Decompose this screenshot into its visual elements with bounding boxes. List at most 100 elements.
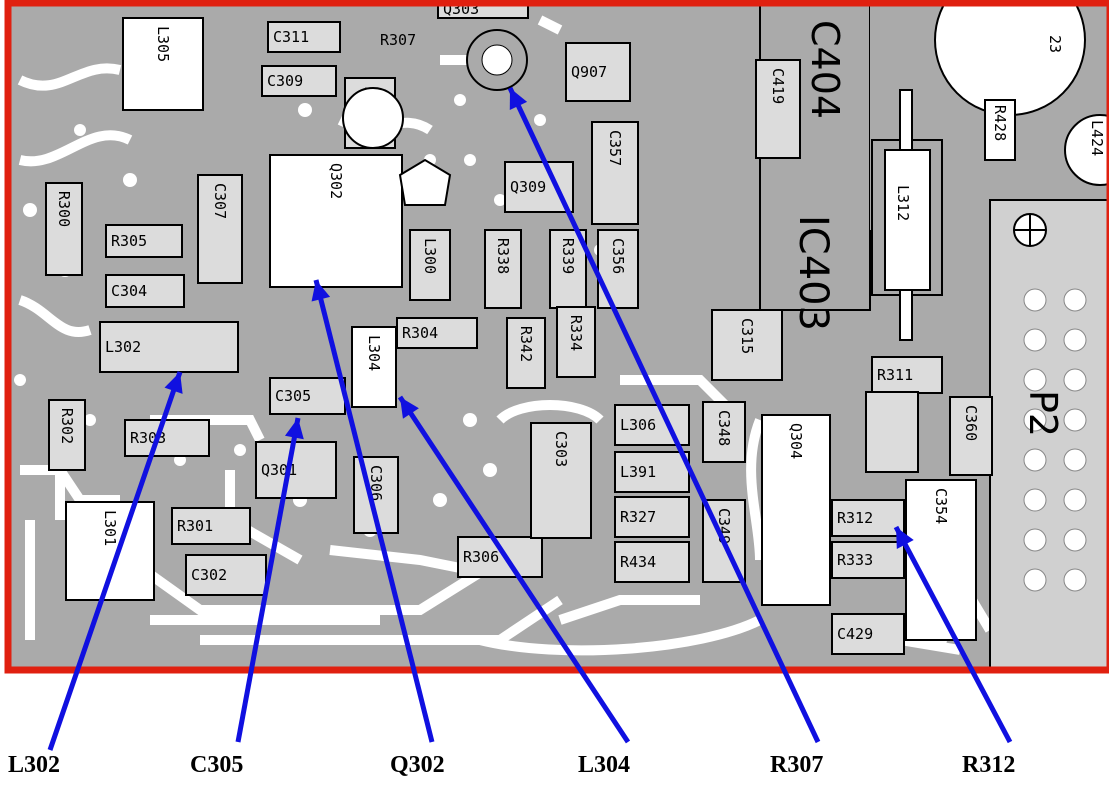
component-label: R305 [111, 232, 147, 250]
component-outline [702, 401, 746, 463]
component-l304: L304 [351, 326, 397, 408]
component-label: C311 [273, 28, 309, 46]
component-label: C302 [191, 566, 227, 584]
component-r312: R312 [831, 499, 905, 537]
component-outline [197, 174, 243, 284]
component-label: R306 [463, 548, 499, 566]
component-label: C357 [606, 130, 624, 166]
component-label: L300 [421, 238, 439, 274]
component-label: Q309 [510, 178, 546, 196]
component-label: C360 [962, 405, 980, 441]
component-outline [549, 229, 587, 309]
callout-arrow-l302 [47, 371, 183, 751]
component-outline [351, 326, 397, 408]
component-c304: C304 [105, 274, 185, 308]
component-outline [831, 541, 905, 579]
callout-arrow-r307 [507, 86, 821, 744]
component-label: L391 [620, 463, 656, 481]
component-label: R302 [58, 408, 76, 444]
component-outline [711, 309, 783, 381]
svg-text:L312: L312 [894, 185, 912, 221]
component-outline [48, 399, 86, 471]
component-label: R434 [620, 553, 656, 571]
component-c429: C429 [831, 613, 905, 655]
component-q907: Q907 [565, 42, 631, 102]
component-outline [761, 414, 831, 606]
svg-text:23: 23 [1046, 35, 1064, 53]
component-outline [396, 317, 478, 349]
svg-text:C404: C404 [803, 20, 847, 119]
component-outline [591, 121, 639, 225]
component-c357: C357 [591, 121, 639, 225]
component-r305: R305 [105, 224, 183, 258]
component-label: L304 [365, 335, 383, 371]
component-r304: R304 [396, 317, 478, 349]
component-outline [556, 306, 596, 378]
component-outline [105, 224, 183, 258]
component-r311: R311 [871, 356, 943, 394]
component-label: C309 [267, 72, 303, 90]
callout-label-q302: Q302 [390, 752, 445, 778]
component-outline [755, 59, 801, 159]
component-r338: R338 [484, 229, 522, 309]
component-l302: L302 [99, 321, 239, 373]
component-label: R342 [517, 326, 535, 362]
svg-text:P2: P2 [1021, 390, 1065, 437]
component-c348: C348 [702, 401, 746, 463]
component-outline [831, 613, 905, 655]
component-r302: R302 [48, 399, 86, 471]
callout-arrow-l304 [397, 395, 631, 744]
component-q303-lower [865, 391, 919, 473]
component-label: C348 [715, 410, 733, 446]
component-outline [614, 496, 690, 538]
callout-arrow-c305 [235, 417, 304, 743]
component-outline [185, 554, 267, 596]
component-label: C303 [552, 431, 570, 467]
component-outline [457, 536, 543, 578]
component-outline [504, 161, 574, 213]
component-c311: C311 [267, 21, 341, 53]
component-outline [506, 317, 546, 389]
pcb-border [4, 0, 1109, 674]
component-outline [614, 541, 690, 583]
component-label: C429 [837, 625, 873, 643]
component-r301: R301 [171, 507, 251, 545]
component-label: C315 [738, 318, 756, 354]
component-label: L306 [620, 416, 656, 434]
callout-label-r307: R307 [770, 752, 824, 778]
component-outline [484, 229, 522, 309]
component-label: C356 [609, 238, 627, 274]
component-label: R339 [559, 238, 577, 274]
right-region: 23 L424 P2 IC403 C404 L312 R428 [759, 0, 1109, 671]
component-outline [614, 451, 690, 493]
component-label: R304 [402, 324, 438, 342]
component-label: R301 [177, 517, 213, 535]
component-label: R338 [494, 238, 512, 274]
arrows-layer [47, 86, 1013, 751]
component-outline [530, 422, 592, 539]
component-l301: L301 [65, 501, 155, 601]
component-label: C305 [275, 387, 311, 405]
component-label: C354 [932, 488, 950, 524]
svg-text:IC403: IC403 [790, 215, 836, 331]
component-r306: R306 [457, 536, 543, 578]
component-label: R333 [837, 551, 873, 569]
component-r342: R342 [506, 317, 546, 389]
svg-text:R428: R428 [991, 105, 1009, 141]
component-c309: C309 [261, 65, 337, 97]
component-label: R311 [877, 366, 913, 384]
callout-arrow-r312 [893, 525, 1013, 744]
component-outline [267, 21, 341, 53]
component-label: L302 [105, 338, 141, 356]
component-r434: R434 [614, 541, 690, 583]
component-label: R312 [837, 509, 873, 527]
component-c302: C302 [185, 554, 267, 596]
component-label: Q907 [571, 63, 607, 81]
component-c303: C303 [530, 422, 592, 539]
component-r333: R333 [831, 541, 905, 579]
component-l300: L300 [409, 229, 451, 301]
component-l391: L391 [614, 451, 690, 493]
component-c307: C307 [197, 174, 243, 284]
component-q301: Q301 [255, 441, 337, 499]
